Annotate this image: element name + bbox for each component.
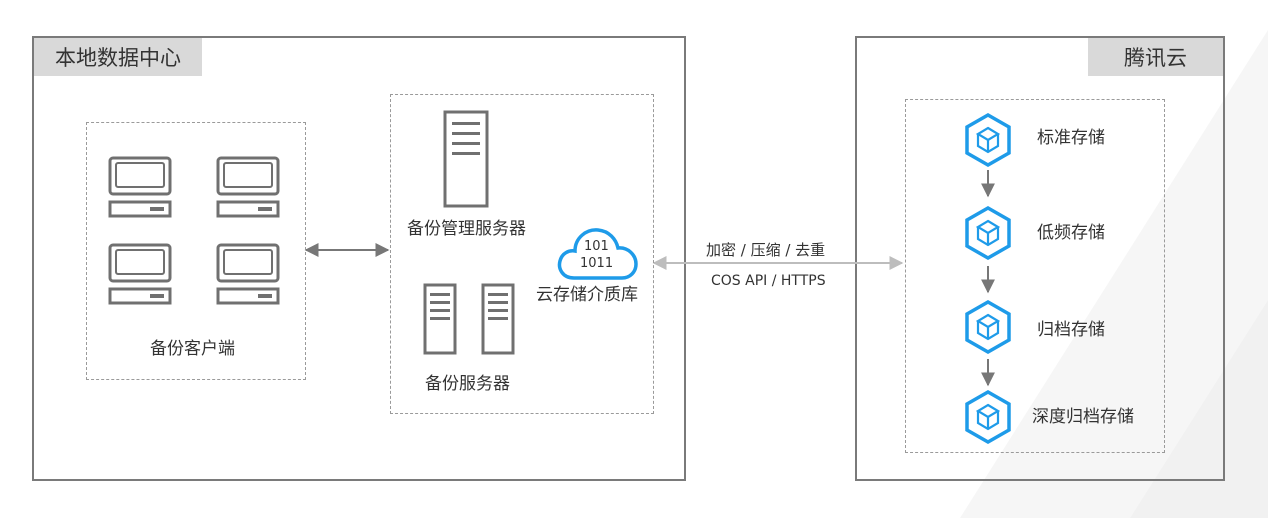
- tencent-cloud-title: 腾讯云: [1088, 38, 1223, 76]
- mgmt-server-label: 备份管理服务器: [407, 219, 526, 239]
- storage-tier-group: [905, 99, 1165, 453]
- tier-label-archive: 归档存储: [1037, 320, 1105, 340]
- tier-label-standard: 标准存储: [1037, 128, 1105, 148]
- clients-label: 备份客户端: [150, 339, 235, 359]
- cube-icon: [965, 390, 1011, 444]
- desktop-computer-icon: [108, 243, 172, 305]
- backup-servers-label: 备份服务器: [425, 374, 510, 394]
- local-dc-title: 本地数据中心: [34, 38, 202, 76]
- desktop-computer-icon: [216, 243, 280, 305]
- cube-icon: [965, 300, 1011, 354]
- cloud-binary-line2: 1011: [580, 256, 614, 271]
- server-group: [390, 94, 654, 414]
- client-group: [86, 122, 306, 380]
- desktop-computer-icon: [216, 156, 280, 218]
- link-label-protocol: COS API / HTTPS: [711, 273, 826, 289]
- cloud-icon: [557, 228, 638, 280]
- bg-decoration: [1130, 300, 1268, 518]
- cloud-binary-line1: 101: [584, 239, 609, 254]
- cube-icon: [965, 113, 1011, 167]
- tier-label-deep-archive: 深度归档存储: [1032, 407, 1134, 427]
- tier-label-infrequent: 低频存储: [1037, 223, 1105, 243]
- desktop-computer-icon: [108, 156, 172, 218]
- cube-icon: [965, 206, 1011, 260]
- server-rack-icon: [423, 283, 457, 355]
- cloud-library-label: 云存储介质库: [536, 285, 638, 305]
- link-label-processing: 加密 / 压缩 / 去重: [706, 241, 826, 259]
- bg-decoration: [960, 30, 1268, 518]
- server-tower-icon: [443, 110, 489, 208]
- server-rack-icon: [481, 283, 515, 355]
